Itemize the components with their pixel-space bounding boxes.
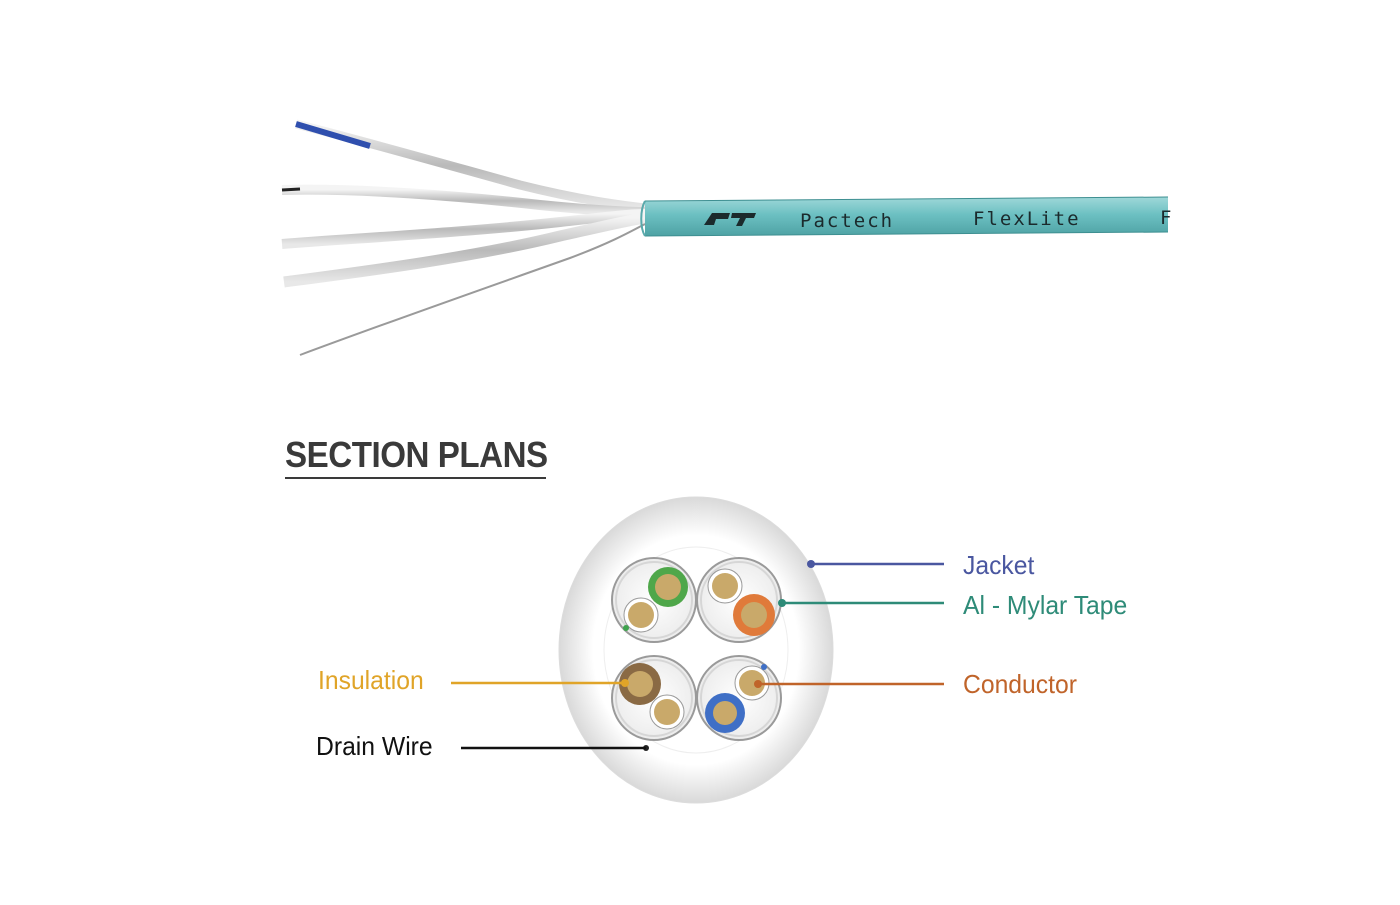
cable-jacket (640, 196, 1169, 237)
section-title: SECTION PLANS (285, 434, 548, 475)
pair-top-left (611, 557, 697, 643)
pair-bottom-left (611, 655, 697, 741)
mylar-tape-label: Al - Mylar Tape (963, 590, 1128, 620)
pair-top-right (696, 557, 782, 643)
pactech-logo-icon (704, 213, 756, 226)
cross-section (558, 496, 834, 804)
cable-brand-text: Pactech (800, 210, 894, 232)
insulation-label: Insulation (318, 665, 424, 695)
pair-bottom-right (696, 655, 782, 741)
conductor-label: Conductor (963, 669, 1077, 699)
cable-trailing-text: F (1160, 207, 1173, 229)
jacket-label: Jacket (963, 550, 1035, 580)
cable-print: Pactech FlexLite F (704, 207, 1173, 232)
cable-product-text: FlexLite (973, 208, 1081, 230)
section-title-underline (285, 477, 546, 479)
foil-pairs (281, 119, 646, 356)
leader-lines (451, 560, 944, 750)
drain-wire-label: Drain Wire (316, 731, 433, 761)
